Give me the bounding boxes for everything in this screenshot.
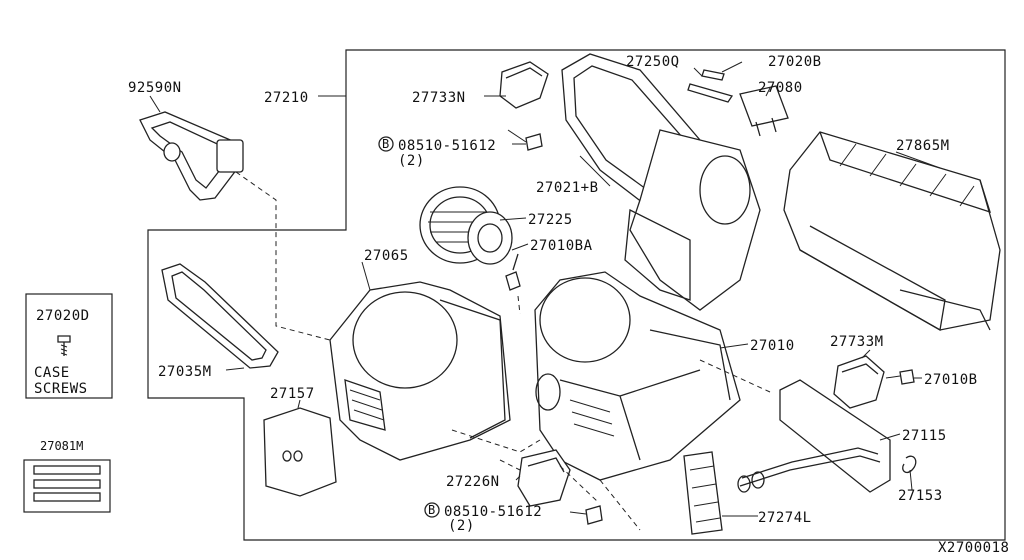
- label-27865M: 27865M: [896, 138, 950, 154]
- alignment-lines: [235, 171, 771, 531]
- part-27733M-actuator[interactable]: [833, 355, 885, 409]
- part-27010-heater-unit[interactable]: [534, 271, 741, 481]
- part-27035M-gasket[interactable]: [161, 263, 279, 369]
- part-08510-top-screw[interactable]: [507, 129, 543, 151]
- label-27157: 27157: [270, 386, 315, 402]
- case-screws-box: [25, 293, 113, 399]
- part-27020B-clip[interactable]: [701, 69, 725, 81]
- part-27865M-evaporator-housing[interactable]: [783, 131, 1001, 332]
- assembly-frame: [147, 49, 1006, 541]
- label-27153: 27153: [898, 488, 943, 504]
- label-27010BA: 27010BA: [530, 238, 593, 254]
- label-27021B: 27021+B: [536, 180, 599, 196]
- label-08510-top: 08510-51612: [398, 138, 496, 154]
- label-qty-bottom: (2): [448, 518, 475, 534]
- label-27080: 27080: [758, 80, 803, 96]
- part-27010B-screw[interactable]: [885, 369, 915, 385]
- bolt-marker-top: B: [378, 136, 394, 152]
- label-27065: 27065: [364, 248, 409, 264]
- label-27020D: 27020D: [36, 308, 90, 324]
- label-27250Q: 27250Q: [626, 54, 680, 70]
- part-27274L-filter[interactable]: [683, 451, 723, 535]
- label-27010B: 27010B: [924, 372, 978, 388]
- label-08510-bottom: 08510-51612: [444, 504, 542, 520]
- label-27733M: 27733M: [830, 334, 884, 350]
- label-27210: 27210: [264, 90, 309, 106]
- bolt-marker-bottom: B: [424, 502, 440, 518]
- label-screws: SCREWS: [34, 381, 88, 397]
- part-27081M-label[interactable]: [23, 459, 111, 513]
- label-92590N: 92590N: [128, 80, 182, 96]
- label-27226N: 27226N: [446, 474, 500, 490]
- part-27153-clip[interactable]: [902, 455, 917, 474]
- part-27250Q-link[interactable]: [687, 83, 734, 103]
- part-92590N-duct[interactable]: [139, 111, 244, 201]
- label-27010: 27010: [750, 338, 795, 354]
- label-27733N: 27733N: [412, 90, 466, 106]
- part-27157-cover[interactable]: [263, 407, 337, 497]
- label-27115: 27115: [902, 428, 947, 444]
- label-case: CASE: [34, 365, 70, 381]
- part-27010BA-screw[interactable]: [505, 253, 521, 291]
- label-qty-top: (2): [398, 153, 425, 169]
- part-27226N-actuator[interactable]: [517, 449, 571, 507]
- label-27020B: 27020B: [768, 54, 822, 70]
- part-08510-bottom-screw[interactable]: [569, 505, 603, 525]
- label-27225: 27225: [528, 212, 573, 228]
- part-27021B-upper-duct[interactable]: [561, 53, 761, 311]
- leader-lines: [149, 61, 941, 517]
- label-27274L: 27274L: [758, 510, 812, 526]
- screw-icon: [57, 335, 71, 356]
- diagram-id: X2700018: [938, 540, 1009, 556]
- part-27080-resistor[interactable]: [739, 85, 789, 137]
- label-27081M: 27081M: [40, 439, 83, 453]
- part-27733N-actuator[interactable]: [499, 61, 549, 109]
- label-27035M: 27035M: [158, 364, 212, 380]
- part-27065-blower-housing[interactable]: [329, 281, 511, 461]
- part-27225-blower-motor[interactable]: [419, 186, 513, 265]
- part-27115-heater-core[interactable]: [737, 379, 891, 493]
- svg-text:B: B: [428, 503, 435, 517]
- svg-text:B: B: [382, 137, 389, 151]
